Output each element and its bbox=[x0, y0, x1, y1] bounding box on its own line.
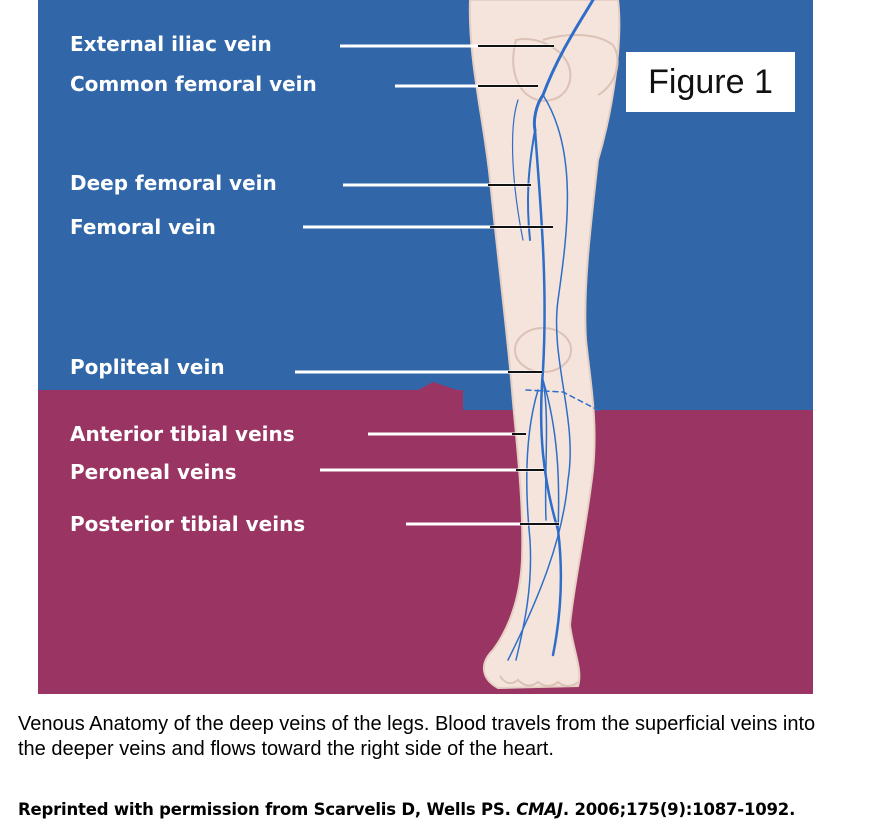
label-peroneal-veins: Peroneal veins bbox=[70, 460, 237, 484]
credit-suffix: . 2006;175(9):1087-1092. bbox=[563, 800, 795, 819]
credit-line: Reprinted with permission from Scarvelis… bbox=[18, 800, 888, 819]
label-popliteal-vein: Popliteal vein bbox=[70, 355, 225, 379]
credit-journal: CMAJ bbox=[516, 800, 563, 819]
label-femoral-vein: Femoral vein bbox=[70, 215, 216, 239]
credit-prefix: Reprinted with permission from Scarvelis… bbox=[18, 800, 516, 819]
figure-label-box: Figure 1 bbox=[626, 52, 795, 112]
label-deep-femoral-vein: Deep femoral vein bbox=[70, 171, 277, 195]
label-common-femoral-vein: Common femoral vein bbox=[70, 72, 317, 96]
label-posterior-tibial-veins: Posterior tibial veins bbox=[70, 512, 305, 536]
label-external-iliac-vein: External iliac vein bbox=[70, 32, 272, 56]
caption: Venous Anatomy of the deep veins of the … bbox=[18, 712, 818, 762]
figure-label: Figure 1 bbox=[648, 63, 773, 102]
label-anterior-tibial-veins: Anterior tibial veins bbox=[70, 422, 295, 446]
